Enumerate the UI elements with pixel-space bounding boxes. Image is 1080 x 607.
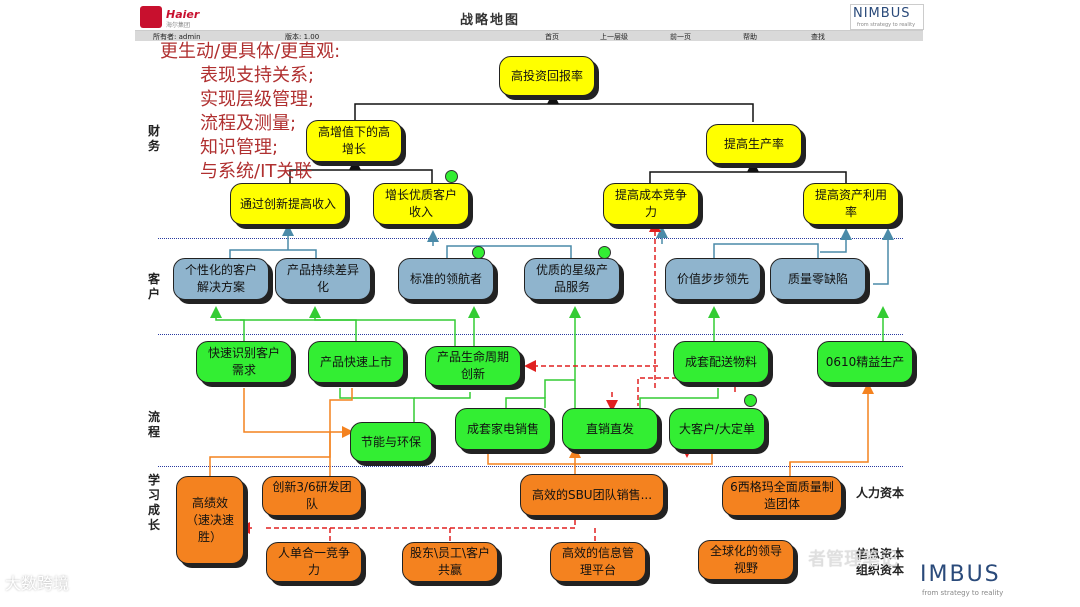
notes-text: 更生动/更具体/更直观: 表现支持关系; 实现层级管理; 流程及测量; 知识管理… xyxy=(160,40,340,184)
note-line: 知识管理; xyxy=(200,137,279,158)
haier-logo: Haier 海尔集团 xyxy=(140,6,212,29)
goal-sbu-team[interactable]: 高效的SBU团队销售... xyxy=(520,474,664,516)
prev-page-link[interactable]: 前一页 xyxy=(670,33,691,41)
nimbus-bottom-logo: IMBUS xyxy=(920,562,1001,587)
goal-personalized[interactable]: 个性化的客户解决方案 xyxy=(173,258,269,300)
label-info-capital: 信息资本 xyxy=(856,547,905,561)
help-link[interactable]: 帮助 xyxy=(743,33,757,41)
goal-high-performance[interactable]: 高绩效（速决速胜） xyxy=(176,476,244,564)
note-line: 实现层级管理; xyxy=(200,89,315,110)
goal-leader[interactable]: 标准的领航者 xyxy=(398,258,494,300)
goal-key-accounts[interactable]: 大客户/大定单 xyxy=(669,408,765,450)
status-dot xyxy=(472,246,485,259)
goal-shareholders[interactable]: 股东\员工\客户共赢 xyxy=(402,542,498,582)
up-level-link[interactable]: 上一层级 xyxy=(600,33,628,41)
goal-global-vision[interactable]: 全球化的领导视野 xyxy=(698,540,794,580)
goal-logistics[interactable]: 成套配送物料 xyxy=(673,341,769,383)
goal-productivity[interactable]: 提高生产率 xyxy=(706,124,802,164)
goal-growth[interactable]: 高增值下的高增长 xyxy=(306,120,402,162)
note-line: 与系统/IT关联 xyxy=(200,161,313,182)
menu-bar: 所有者: admin 版本: 1.00 首页 上一层级 前一页 帮助 查找 xyxy=(135,31,923,41)
goal-zero-defect[interactable]: 质量零缺陷 xyxy=(770,258,866,300)
goal-six-sigma[interactable]: 6西格玛全面质量制造团体 xyxy=(722,476,842,516)
goal-star-service[interactable]: 优质的星级产品服务 xyxy=(524,258,620,300)
page-title: 战略地图 xyxy=(460,13,521,28)
status-dot xyxy=(744,394,757,407)
label-learning: 学习成长 xyxy=(148,473,161,532)
goal-asset[interactable]: 提高资产利用率 xyxy=(803,183,899,225)
home-link[interactable]: 首页 xyxy=(545,33,559,41)
separator-customer-process xyxy=(158,334,903,335)
search-link[interactable]: 查找 xyxy=(811,33,825,41)
goal-roi[interactable]: 高投资回报率 xyxy=(499,56,595,96)
label-human-capital: 人力资本 xyxy=(856,486,905,500)
owner-text: 所有者: admin xyxy=(153,33,201,41)
goal-lean[interactable]: 0610精益生产 xyxy=(817,341,913,383)
separator-process-learning xyxy=(158,466,903,467)
goal-fast-launch[interactable]: 产品快速上市 xyxy=(308,341,404,383)
goal-energy[interactable]: 节能与环保 xyxy=(350,422,432,462)
goal-quality-customers[interactable]: 增长优质客户收入 xyxy=(373,183,469,225)
version-text: 版本: 1.00 xyxy=(285,33,320,41)
goal-rd-team[interactable]: 创新3/6研发团队 xyxy=(262,476,362,516)
note-line: 表现支持关系; xyxy=(200,65,315,86)
label-customer: 客户 xyxy=(148,272,161,301)
watermark-right: 者管理笔记 xyxy=(808,549,898,570)
note-line: 流程及测量; xyxy=(200,113,297,134)
separator-finance-customer xyxy=(158,238,903,239)
goal-info-platform[interactable]: 高效的信息管理平台 xyxy=(550,542,646,582)
goal-individual[interactable]: 人单合一竞争力 xyxy=(266,542,362,582)
label-process: 流程 xyxy=(148,410,161,439)
nimbus-bottom-tagline: from strategy to reality xyxy=(922,589,1004,597)
header-bar xyxy=(135,3,923,31)
goal-identify-needs[interactable]: 快速识别客户需求 xyxy=(196,341,292,383)
goal-value-price[interactable]: 价值步步领先 xyxy=(665,258,761,300)
goal-lifecycle[interactable]: 产品生命周期创新 xyxy=(425,346,521,386)
note-line: 更生动/更具体/更直观: xyxy=(160,41,341,62)
goal-differentiation[interactable]: 产品持续差异化 xyxy=(275,258,371,300)
label-org-capital: 组织资本 xyxy=(856,563,905,577)
goal-direct-sales[interactable]: 直销直发 xyxy=(562,408,658,450)
goal-innovation[interactable]: 通过创新提高收入 xyxy=(230,183,346,225)
status-dot xyxy=(445,170,458,183)
goal-bundle-sales[interactable]: 成套家电销售 xyxy=(455,408,551,450)
label-finance: 财务 xyxy=(148,124,161,153)
watermark-left: 大数跨境 xyxy=(5,574,70,593)
status-dot xyxy=(598,246,611,259)
nimbus-logo: NIMBUS from strategy to reality xyxy=(850,4,924,30)
goal-cost[interactable]: 提高成本竞争力 xyxy=(603,183,699,225)
